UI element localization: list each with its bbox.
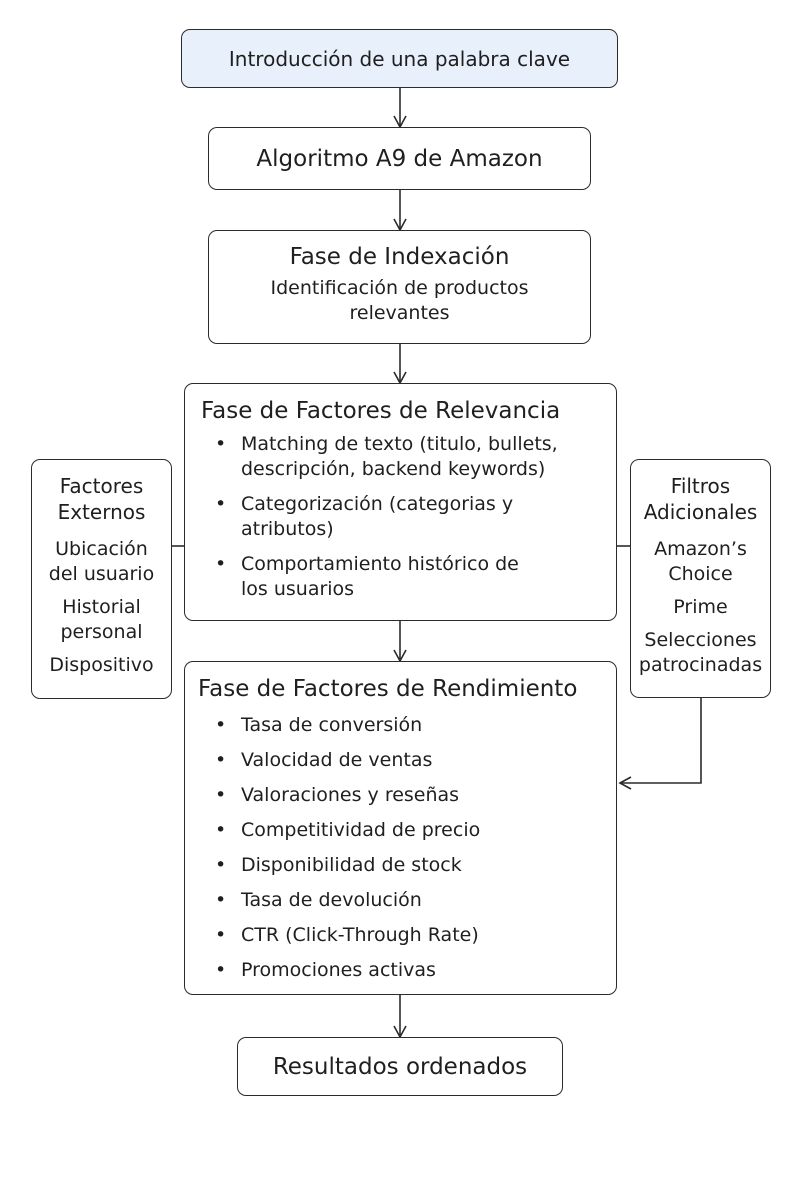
list-item: Dispositivo — [49, 654, 154, 676]
list-item: Competitividad de precio — [185, 813, 616, 848]
additional-filters-box: Filtros Adicionales Amazon’s Choice Prim… — [630, 459, 771, 698]
performance-phase-title: Fase de Factores de Rendimiento — [198, 676, 578, 702]
list-item: Selecciones patrocinadas — [638, 629, 763, 676]
external-factors-title: Factores Externos — [57, 474, 146, 524]
external-factors-box: Factores Externos Ubicación del usuario … — [31, 459, 172, 699]
indexing-subtitle-line-1: Identificación de productos — [270, 277, 529, 299]
list-item: Ubicación del usuario — [48, 538, 155, 585]
list-item: Historial personal — [60, 596, 143, 643]
performance-factor-list: Tasa de conversión Valocidad de ventas V… — [185, 708, 616, 988]
list-item: Tasa de devolución — [185, 883, 616, 918]
results-box: Resultados ordenados — [237, 1037, 563, 1096]
algorithm-label: Algoritmo A9 de Amazon — [256, 145, 543, 172]
list-item: Prime — [673, 596, 728, 618]
list-item: Promociones activas — [185, 953, 616, 988]
list-item: CTR (Click-Through Rate) — [185, 918, 616, 953]
indexing-subtitle-line-2: relevantes — [349, 302, 450, 324]
arrow-filters-to-performance — [618, 698, 702, 790]
indexing-phase-box: Fase de Indexación Identificación de pro… — [208, 230, 591, 344]
list-item: Matching de texto (titulo, bullets, desc… — [185, 432, 616, 482]
list-item: Comportamiento histórico de los usuarios — [185, 552, 616, 602]
indexing-phase-subtitle: Identificación de productos relevantes — [209, 276, 590, 326]
list-item: Categorización (categorias y atributos) — [185, 492, 616, 542]
list-item: Tasa de conversión — [185, 708, 616, 743]
relevance-phase-box: Fase de Factores de Relevancia Matching … — [184, 383, 617, 621]
list-item: Disponibilidad de stock — [185, 848, 616, 883]
relevance-phase-title: Fase de Factores de Relevancia — [201, 398, 561, 424]
input-keyword-label: Introducción de una palabra clave — [228, 46, 571, 71]
list-item: Valocidad de ventas — [185, 743, 616, 778]
performance-phase-box: Fase de Factores de Rendimiento Tasa de … — [184, 661, 617, 995]
list-item: Valoraciones y reseñas — [185, 778, 616, 813]
relevance-factor-list: Matching de texto (titulo, bullets, desc… — [185, 432, 616, 602]
indexing-phase-title: Fase de Indexación — [289, 244, 510, 270]
algorithm-box: Algoritmo A9 de Amazon — [208, 127, 591, 190]
additional-filters-title: Filtros Adicionales — [643, 474, 758, 524]
results-label: Resultados ordenados — [272, 1053, 528, 1080]
input-keyword-box: Introducción de una palabra clave — [181, 29, 618, 88]
list-item: Amazon’s Choice — [654, 538, 747, 585]
